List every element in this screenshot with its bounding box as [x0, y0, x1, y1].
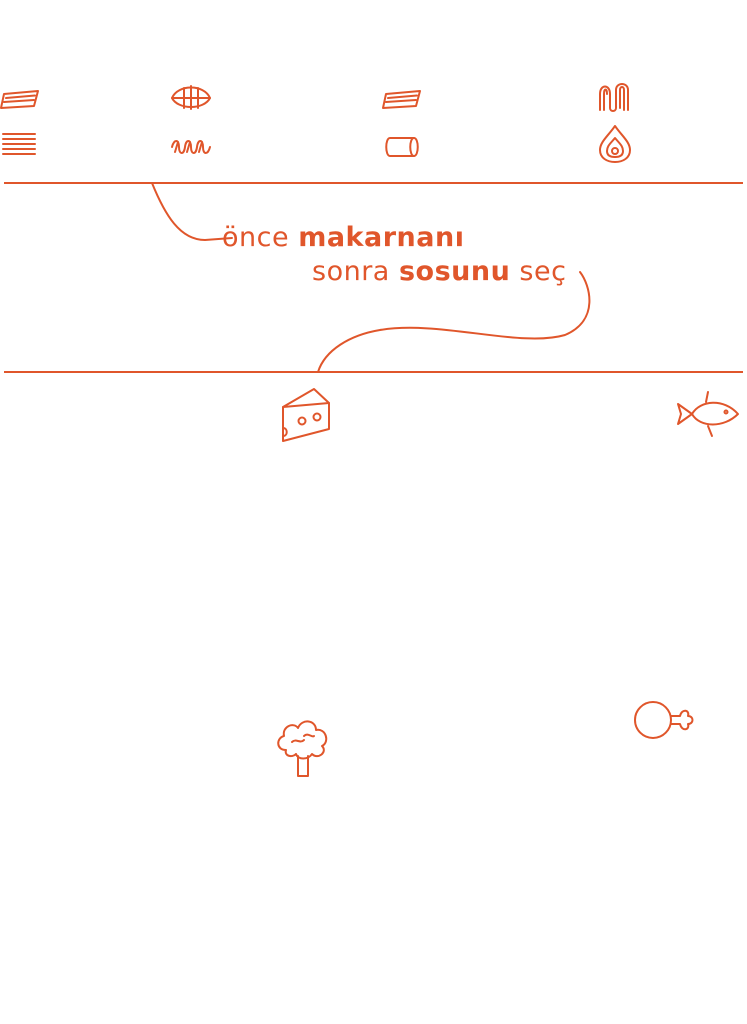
cheese-icon[interactable]	[280, 385, 332, 443]
tagline-bold-2: sosunu	[398, 256, 511, 287]
fusilli-icon[interactable]	[170, 138, 212, 156]
lasagna-icon[interactable]	[2, 132, 36, 156]
tagline-line-2: sonra sosunu seç	[312, 256, 566, 287]
middle-divider	[4, 371, 743, 373]
tagline-bold-1: makarnanı	[298, 222, 465, 253]
tagline-prefix-2: sonra	[312, 256, 390, 287]
chicken-leg-icon[interactable]	[632, 698, 696, 742]
rigatoni-icon[interactable]	[382, 88, 422, 110]
fish-icon[interactable]	[676, 390, 740, 438]
fettuccine-nest-icon[interactable]	[598, 82, 632, 112]
tube-pasta-icon[interactable]	[385, 136, 420, 158]
penne-icon[interactable]	[0, 88, 40, 110]
conchiglie-icon[interactable]	[170, 82, 212, 112]
pasta-selector	[0, 80, 747, 170]
stuffed-pasta-icon[interactable]	[598, 124, 632, 164]
broccoli-icon[interactable]	[274, 716, 332, 778]
top-divider	[4, 182, 743, 184]
tagline-prefix-1: önce	[222, 222, 290, 253]
tagline-suffix-2: seç	[519, 256, 567, 287]
tagline-line-1: önce makarnanı	[222, 222, 464, 253]
